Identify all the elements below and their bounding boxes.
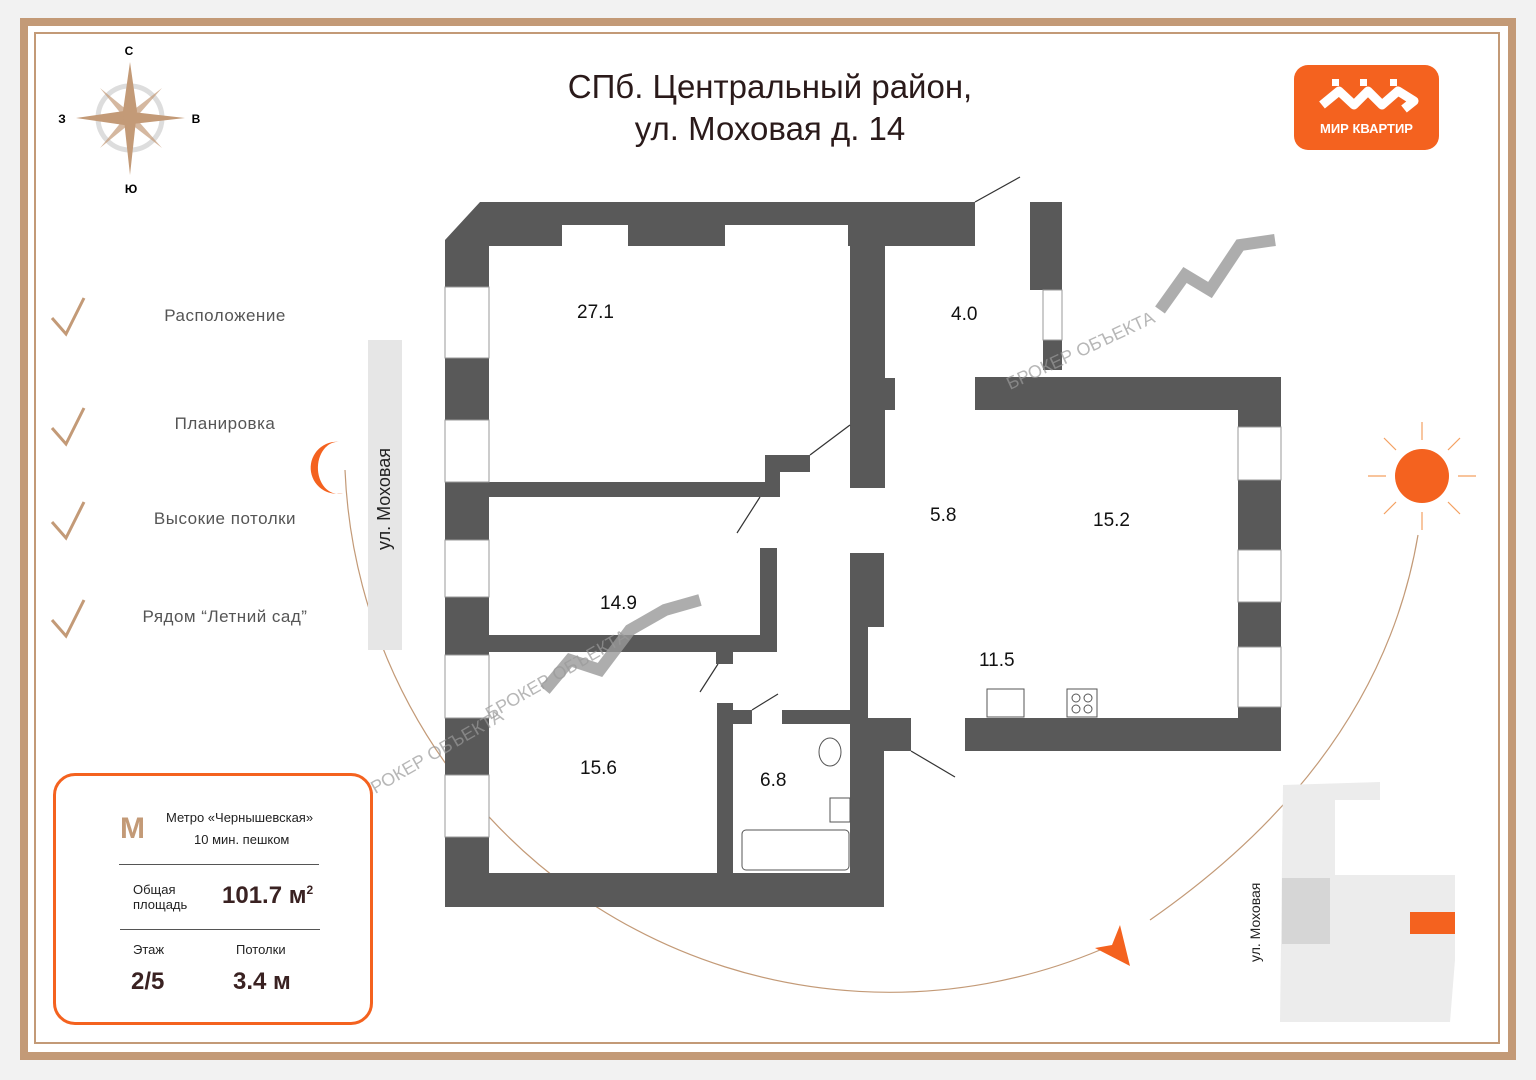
compass-w: З	[58, 112, 66, 126]
watermark-logo-icon	[540, 594, 702, 694]
bathtub-icon	[741, 829, 850, 871]
watermark-logo-icon	[1155, 234, 1276, 314]
area-sup: 2	[306, 883, 314, 897]
street-label: ул. Моховая	[374, 448, 394, 550]
room-area-label: 4.0	[951, 304, 977, 325]
title-line-1: СПб. Центральный район,	[567, 68, 973, 105]
metro-walk-time: 10 мин. пешком	[194, 832, 290, 847]
location-map	[1280, 782, 1455, 1022]
room-area-label: 27.1	[577, 302, 614, 323]
room-area-label: 6.8	[760, 770, 786, 791]
floor-value: 2/5	[131, 968, 165, 995]
feature-label: Планировка	[174, 414, 276, 433]
area-label-1: Общая	[133, 882, 176, 897]
windows	[444, 286, 1282, 838]
ceiling-label: Потолки	[236, 942, 286, 957]
frame-line	[34, 32, 1500, 1044]
area-value: 101.7 м2	[222, 882, 313, 910]
sun-path-arc-right	[1149, 534, 1419, 921]
compass-n: С	[125, 44, 134, 58]
check-icons	[50, 297, 86, 639]
logo-mark-icon	[1319, 79, 1419, 113]
room-area-label: 15.2	[1093, 510, 1130, 531]
page-title: СПб. Центральный район, ул. Моховая д. 1…	[470, 66, 1070, 150]
room-area-label: 15.6	[580, 758, 617, 779]
floor-label: Этаж	[133, 942, 165, 957]
sink-icon	[829, 797, 851, 823]
logo: МИР КВАРТИР	[1294, 65, 1439, 150]
room-area-label: 5.8	[930, 505, 956, 526]
stove-icon	[1066, 688, 1098, 718]
compass-e: В	[192, 112, 201, 126]
feature-item: Планировка	[50, 404, 340, 444]
room-area-label: 14.9	[600, 593, 637, 614]
feature-label: Высокие потолки	[153, 509, 297, 528]
ceiling-value: 3.4 м	[233, 968, 291, 995]
info-card: M Метро «Чернышевская» 10 мин. пешком Об…	[53, 773, 373, 1025]
area-number: 101.7 м	[222, 882, 307, 909]
feature-label: Рядом “Летний сад”	[142, 607, 308, 626]
moon-icon	[310, 441, 343, 494]
area-label-2: площадь	[133, 897, 188, 912]
toilet-icon	[818, 737, 842, 767]
feature-label: Расположение	[164, 306, 286, 325]
walls	[445, 202, 1281, 907]
sun-icon	[1368, 422, 1476, 530]
kitchen-sink-icon	[986, 688, 1025, 718]
fixtures	[741, 688, 1098, 871]
logo-text: МИР КВАРТИР	[1320, 121, 1413, 136]
room-area-label: 11.5	[979, 650, 1015, 671]
metro-icon: M	[120, 812, 145, 845]
compass-icon	[76, 62, 185, 175]
title-line-2: ул. Моховая д. 14	[634, 110, 906, 147]
compass-s: Ю	[125, 182, 137, 196]
street-band	[368, 340, 402, 650]
door-swings	[699, 176, 1021, 778]
feature-item: Расположение	[50, 296, 340, 336]
metro-name: Метро «Чернышевская»	[166, 810, 314, 825]
map-street-label: ул. Моховая	[1247, 883, 1263, 962]
feature-item: Рядом “Летний сад”	[50, 597, 340, 637]
feature-item: Высокие потолки	[50, 499, 340, 539]
arrow-icon	[1095, 925, 1130, 966]
